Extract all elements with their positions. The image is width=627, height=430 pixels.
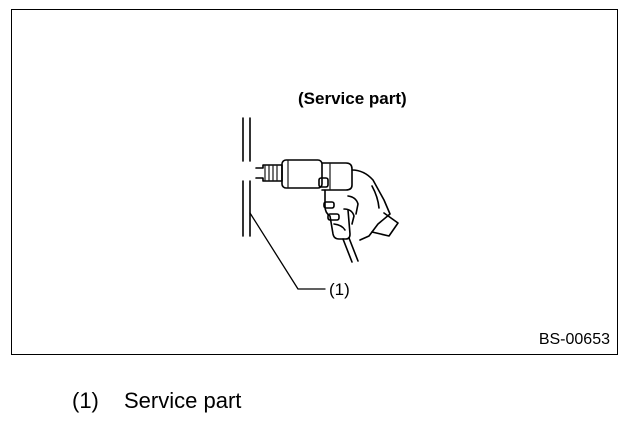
- legend-item-label: Service part: [124, 388, 242, 413]
- air-drill-icon: [255, 159, 359, 263]
- drill-illustration: [242, 117, 399, 290]
- callout-label: (1): [329, 280, 350, 299]
- leader-line: [249, 212, 326, 290]
- figure-frame: (Service part) (1) BS-00653: [11, 9, 618, 355]
- figure-id: BS-00653: [538, 331, 610, 348]
- panel-icon: [242, 117, 251, 237]
- hand-icon: [333, 169, 399, 241]
- legend: (1) Service part: [72, 388, 241, 414]
- figure-caption: (Service part): [298, 89, 407, 108]
- legend-item-number: (1): [72, 388, 99, 413]
